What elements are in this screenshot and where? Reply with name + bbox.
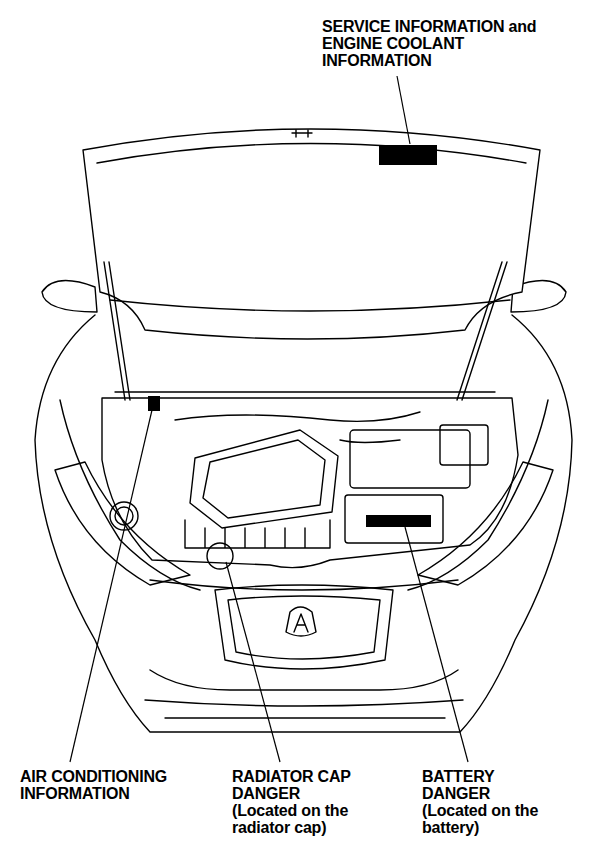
- hood-emblem: [292, 130, 312, 137]
- callout-label: BATTERY DANGER (Located on the battery): [422, 768, 556, 836]
- leader-line: [405, 527, 468, 762]
- label-plate: [366, 515, 431, 527]
- label-plate: [148, 396, 160, 411]
- callout-label: SERVICE INFORMATION and ENGINE COOLANT I…: [322, 18, 537, 69]
- battery: [345, 495, 443, 543]
- reservoir: [110, 502, 138, 530]
- grille: [215, 585, 393, 669]
- leader-line: [226, 562, 280, 762]
- air-box: [350, 430, 470, 488]
- callout-label-box: BATTERY DANGER (Located on the battery): [422, 768, 556, 836]
- bumper: [165, 717, 445, 718]
- bumper: [145, 700, 463, 706]
- grille: [228, 596, 380, 659]
- hood-inner: [97, 144, 526, 164]
- cowl: [115, 391, 495, 392]
- leader-line: [397, 76, 410, 144]
- fuse-box: [440, 425, 488, 465]
- hood-strut: [104, 262, 130, 400]
- emblem: [294, 614, 308, 632]
- hoses: [175, 412, 420, 443]
- car-outline: [35, 129, 572, 732]
- intake: [185, 520, 330, 548]
- engine-bay: [102, 398, 518, 568]
- headlight: [418, 462, 553, 585]
- hood-inner: [110, 300, 510, 311]
- engine-cover: [190, 430, 338, 528]
- callout-label-box: AIR CONDITIONING INFORMATION: [20, 768, 220, 802]
- callout-label-box: RADIATOR CAP DANGER (Located on the radi…: [232, 768, 366, 836]
- mirror: [42, 281, 97, 312]
- leader-line: [70, 410, 152, 762]
- leader-lines: [70, 76, 468, 762]
- headlight: [55, 462, 190, 585]
- emblem: [286, 607, 316, 636]
- engine-cover: [203, 440, 325, 518]
- reservoir: [115, 507, 133, 525]
- bumper: [150, 670, 458, 690]
- radiator-cap: [207, 543, 233, 569]
- label-plate: [379, 145, 437, 165]
- callout-label: RADIATOR CAP DANGER (Located on the radi…: [232, 768, 366, 836]
- hood-strut: [457, 262, 507, 400]
- callout-label: AIR CONDITIONING INFORMATION: [20, 768, 220, 802]
- callout-label-box: SERVICE INFORMATION and ENGINE COOLANT I…: [322, 18, 537, 69]
- hood: [83, 129, 540, 339]
- label-plates: [148, 145, 437, 527]
- body-outline: [35, 315, 572, 732]
